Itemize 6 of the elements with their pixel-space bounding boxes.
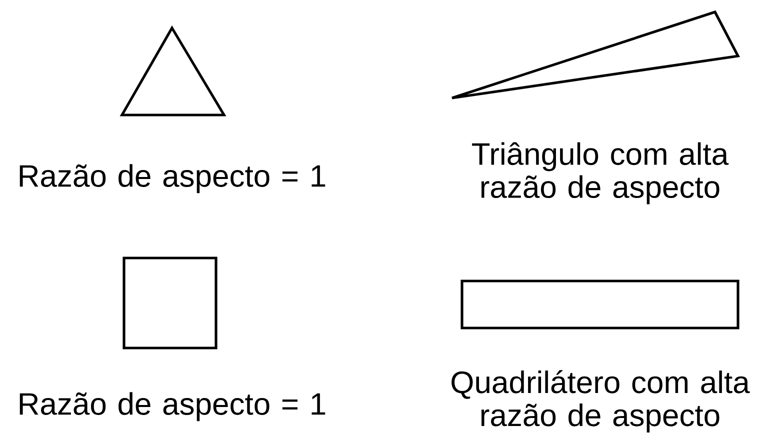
rectangle-shape bbox=[460, 280, 740, 330]
node-label: Razão de aspecto = 1 bbox=[20, 164, 326, 194]
node-label: Triângulo com alta razão de aspecto bbox=[472, 142, 729, 204]
rectangle-shape bbox=[122, 256, 218, 350]
node-label: Quadrilátero com alta razão de aspecto bbox=[452, 370, 750, 432]
node-label: Razão de aspecto = 1 bbox=[20, 392, 326, 422]
